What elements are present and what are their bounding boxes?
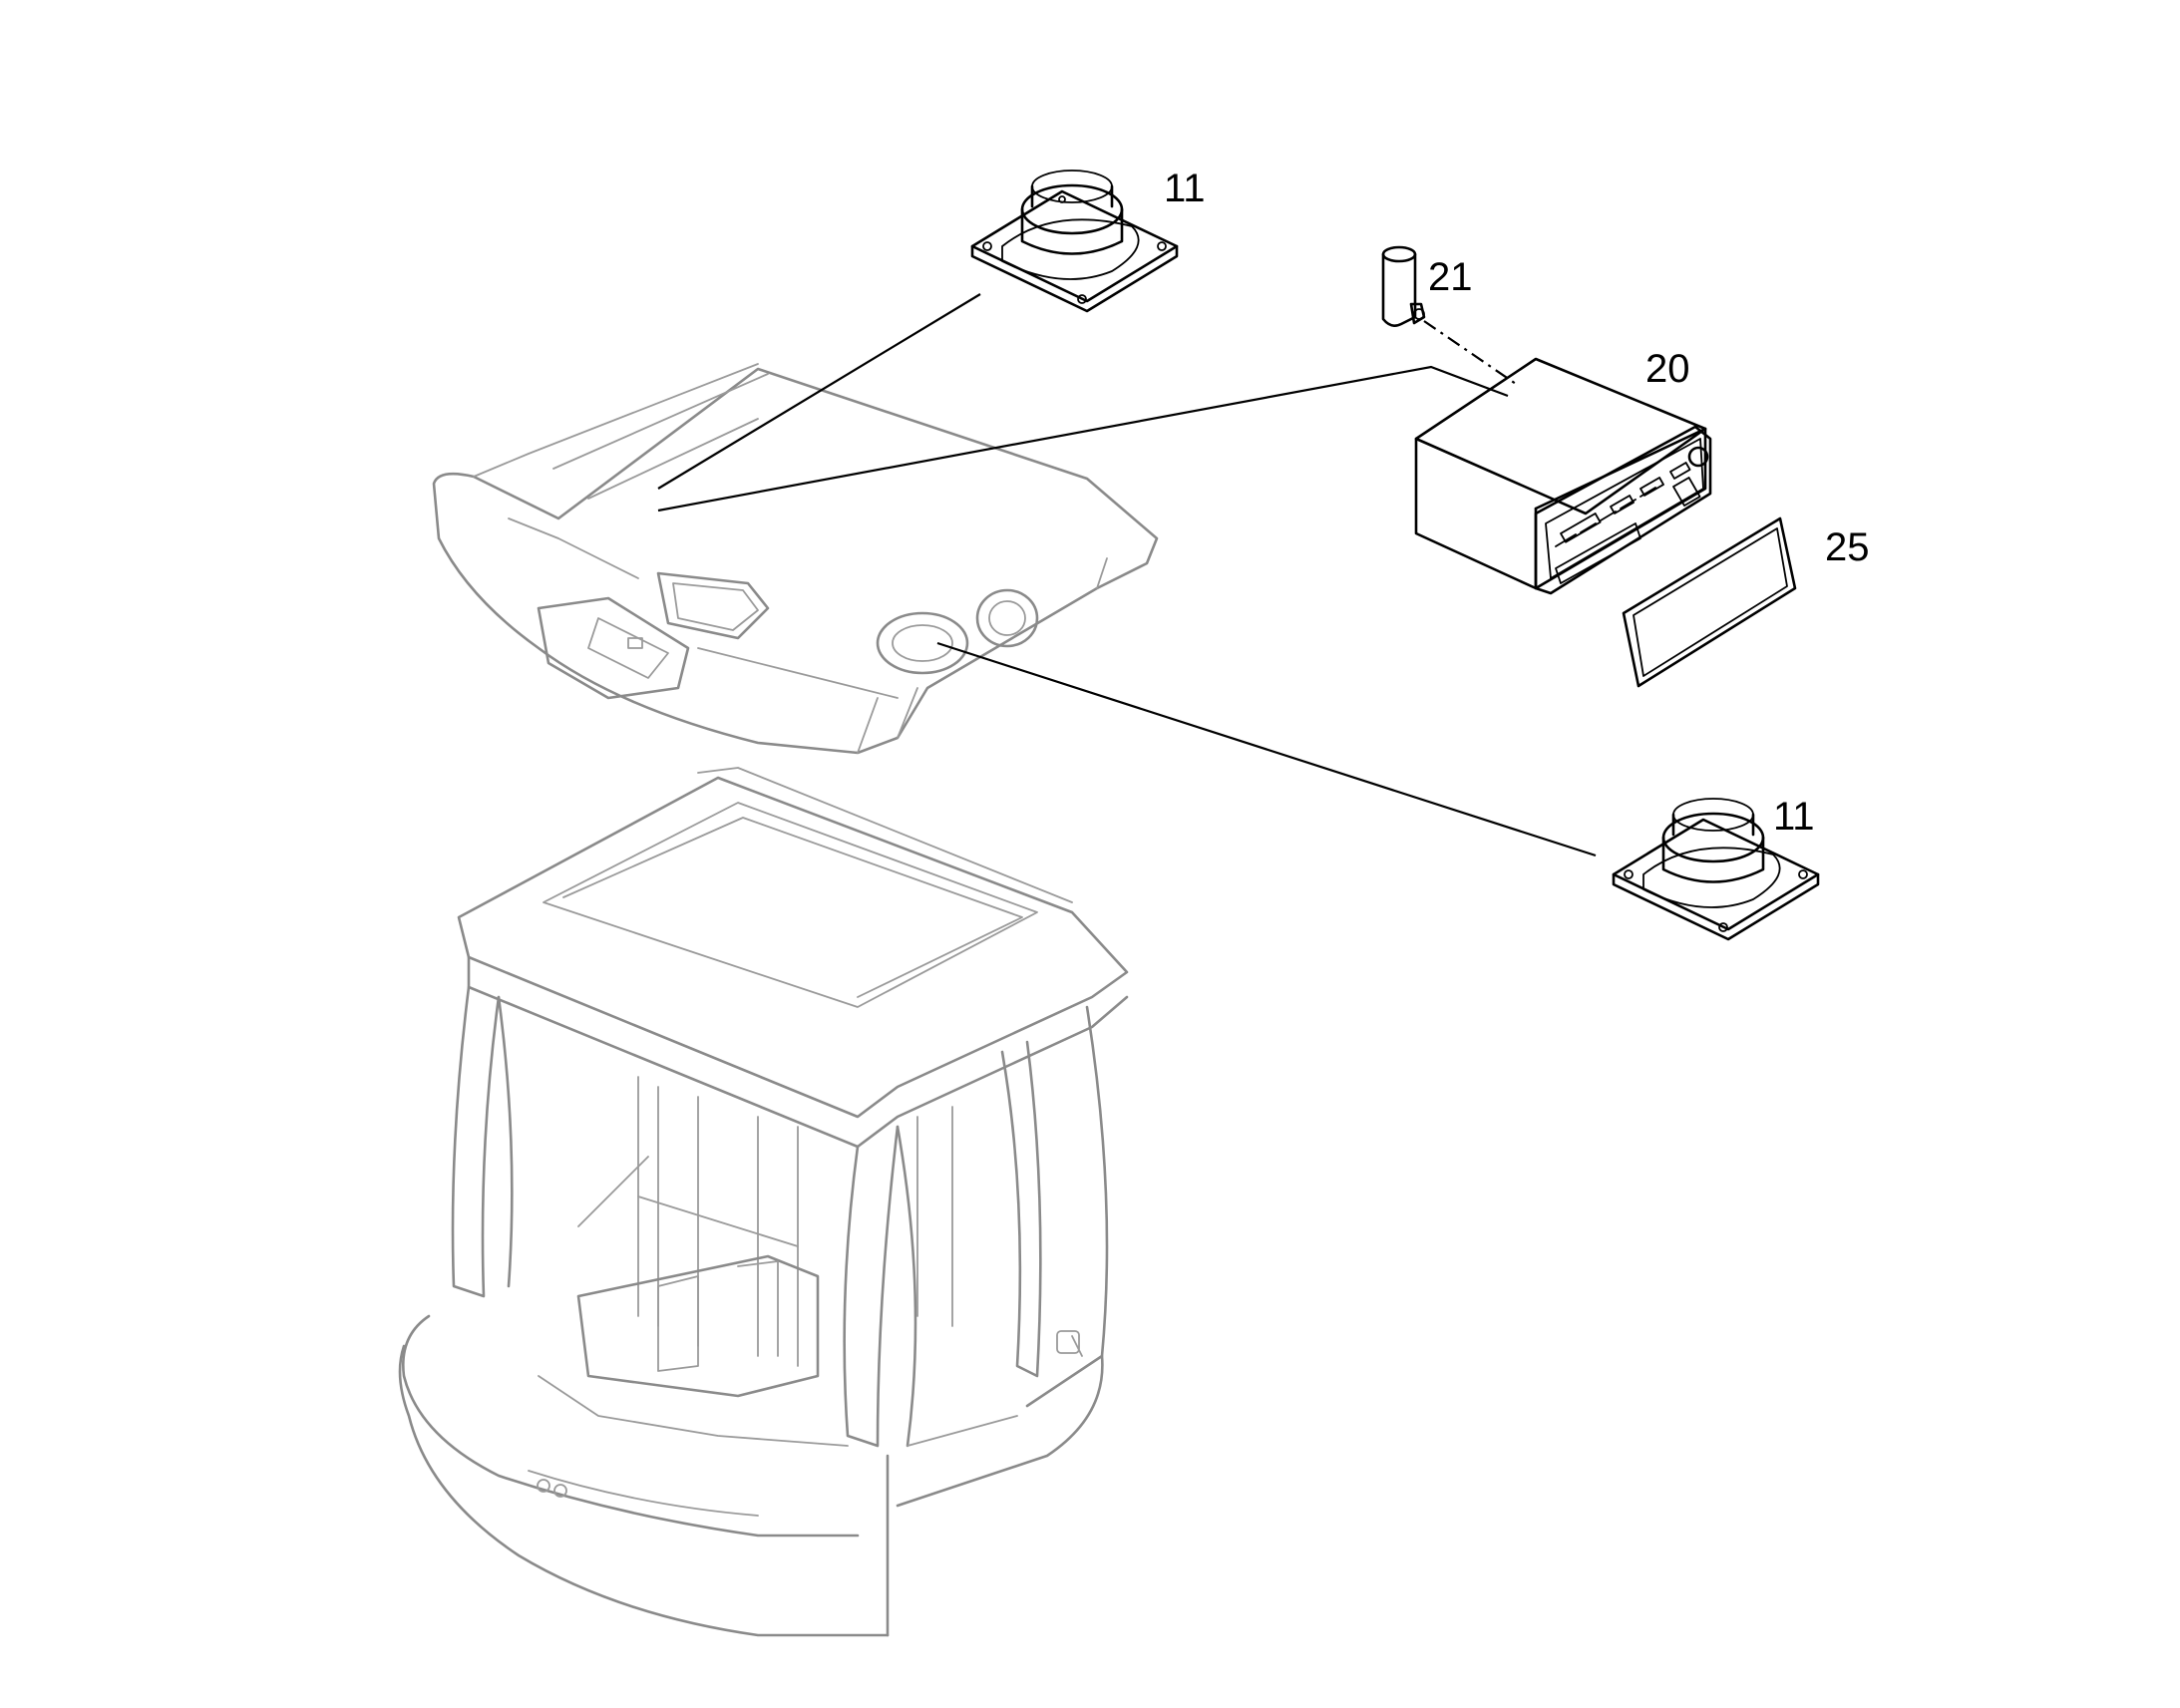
trim-gasket-icon: [1622, 516, 1797, 688]
callout-25: 25: [1825, 525, 1870, 569]
antenna-connector-icon: [1381, 245, 1426, 327]
callout-11-upper: 11: [1164, 167, 1206, 210]
callout-21: 21: [1428, 255, 1473, 299]
speaker-upper-icon: [970, 170, 1179, 313]
cab-frame: [398, 767, 1129, 1637]
speaker-lower-icon: [1612, 798, 1820, 941]
radio-unit-icon: [1414, 357, 1712, 595]
headliner-panel: [432, 363, 1159, 755]
leader-lines: [657, 293, 1597, 857]
callout-20: 20: [1645, 347, 1690, 391]
callout-11-lower: 11: [1773, 795, 1815, 839]
callout-labels: 11 21 20 25 11: [1164, 167, 1870, 839]
